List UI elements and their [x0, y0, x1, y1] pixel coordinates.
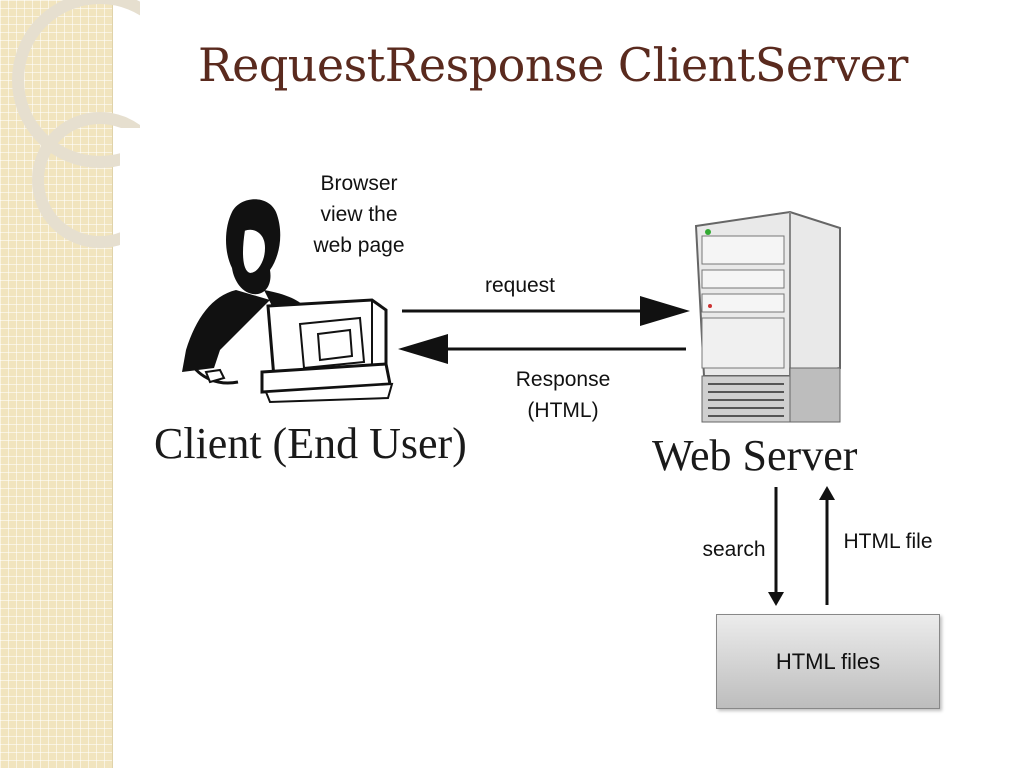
request-arrow [402, 296, 690, 326]
response-label-line1: Response [515, 368, 611, 391]
decorative-sidebar [0, 0, 140, 768]
decorative-rings [12, 0, 140, 248]
browser-label-line1: Browser [320, 172, 398, 195]
html-files-box: HTML files [716, 614, 940, 709]
slide-title: RequestResponse ClientServer [198, 38, 908, 92]
html-files-label: HTML files [775, 648, 881, 674]
browser-label-line2: view the [320, 203, 398, 226]
web-server-illustration [694, 210, 841, 423]
search-arrow [768, 487, 784, 606]
response-label: Response (HTML) [498, 364, 628, 426]
browser-label: Browser view the web page [300, 168, 418, 261]
request-label: request [484, 274, 556, 297]
client-user-illustration [182, 199, 394, 404]
web-server-label: Web Server [652, 431, 858, 480]
response-arrow [398, 334, 686, 364]
html-file-label: HTML file [843, 530, 933, 553]
response-label-line2: (HTML) [527, 399, 599, 422]
client-label: Client (End User) [154, 419, 467, 468]
html-file-arrow [819, 486, 835, 605]
search-label: search [702, 538, 766, 561]
browser-label-line3: web page [313, 234, 405, 257]
